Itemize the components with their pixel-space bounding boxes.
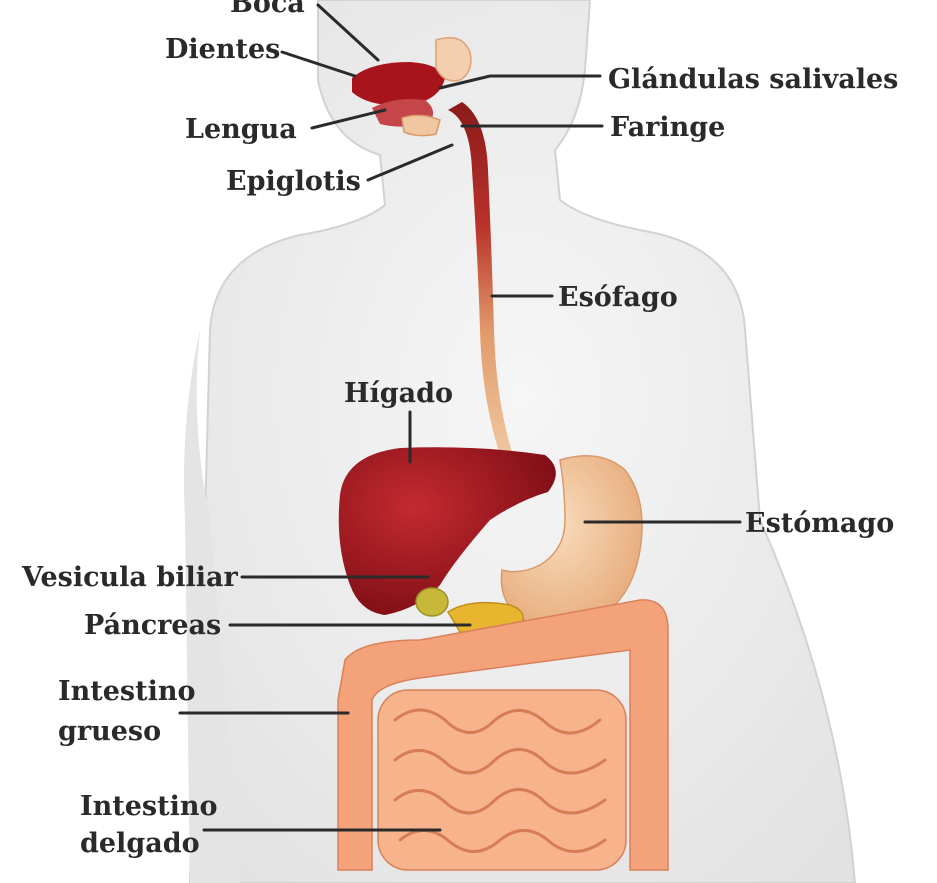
label-dientes: Dientes (165, 34, 280, 65)
label-glandulas-salivales: Glándulas salivales (608, 64, 898, 95)
label-faringe: Faringe (610, 112, 725, 143)
label-intestino-delgado-line1: Intestino (80, 791, 217, 822)
label-intestino-delgado-line2: delgado (80, 828, 200, 859)
label-vesicula-biliar: Vesicula biliar (21, 562, 238, 593)
small-intestine-illustration (378, 690, 626, 870)
label-estomago: Estómago (745, 508, 894, 539)
label-higado: Hígado (344, 378, 453, 409)
label-esofago: Esófago (558, 282, 678, 313)
label-boca: Boca (230, 0, 305, 19)
label-pancreas: Páncreas (84, 610, 221, 641)
label-intestino-grueso-line1: Intestino (58, 676, 195, 707)
gallbladder-illustration (416, 588, 448, 616)
label-intestino-grueso-line2: grueso (58, 716, 161, 747)
label-epiglotis: Epiglotis (226, 166, 361, 197)
label-lengua: Lengua (185, 114, 297, 145)
